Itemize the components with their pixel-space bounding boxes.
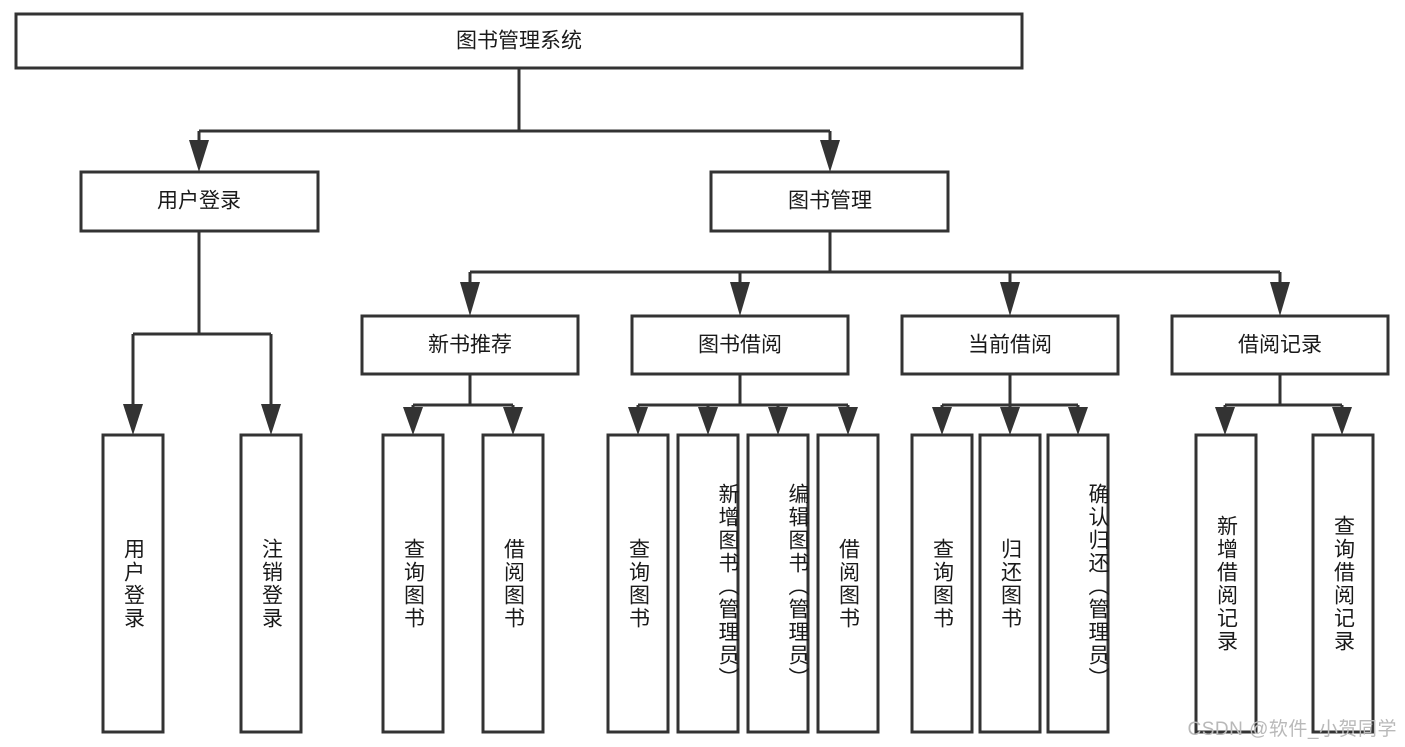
node-book-borrow-box[interactable]	[630, 314, 850, 376]
leaf-box-bb-borrow-book[interactable]	[816, 433, 880, 734]
arrowhead-cb-leaf-1	[932, 407, 952, 435]
leaf-box-br-query-record[interactable]	[1311, 433, 1375, 734]
node-root-box[interactable]	[14, 12, 1024, 70]
node-book-borrow-label: 图书借阅	[698, 334, 782, 357]
arrowhead-bb-leaf-2	[698, 407, 718, 435]
arrowhead-cb-leaf-3	[1068, 407, 1088, 435]
arrowhead-nbr-leaf-1	[403, 407, 423, 435]
arrowhead-leaf-user-login-2	[261, 404, 281, 435]
arrowhead-bb-leaf-4	[838, 407, 858, 435]
leaf-box-bb-edit-book[interactable]	[746, 433, 810, 734]
arrowhead-current-borrow	[1000, 282, 1020, 316]
arrowhead-br-leaf-2	[1332, 407, 1352, 435]
leaf-box-logout[interactable]	[239, 433, 303, 734]
leaf-box-nbr-query-book[interactable]	[381, 433, 445, 734]
node-borrow-records-label: 借阅记录	[1238, 334, 1322, 357]
leaf-box-user-login[interactable]	[101, 433, 165, 734]
arrowhead-nbr-leaf-2	[503, 407, 523, 435]
node-new-book-recommend-box[interactable]	[360, 314, 580, 376]
arrowhead-leaf-user-login-1	[123, 404, 143, 435]
leaf-box-bb-query-book[interactable]	[606, 433, 670, 734]
arrowhead-user-login	[189, 140, 209, 172]
arrowhead-bb-leaf-3	[768, 407, 788, 435]
leaf-box-nbr-borrow-book[interactable]	[481, 433, 545, 734]
node-root-label: 图书管理系统	[456, 30, 582, 53]
node-current-borrow-label: 当前借阅	[968, 334, 1052, 357]
node-user-login-label: 用户登录	[157, 190, 241, 213]
leaf-box-cb-confirm-return[interactable]	[1046, 433, 1110, 734]
leaf-box-cb-query-book[interactable]	[910, 433, 974, 734]
leaf-box-bb-add-book[interactable]	[676, 433, 740, 734]
arrowhead-book-borrow	[730, 282, 750, 316]
node-borrow-records-box[interactable]	[1170, 314, 1390, 376]
arrowhead-new-book-recommend	[460, 282, 480, 316]
node-new-book-recommend-label: 新书推荐	[428, 334, 512, 357]
node-current-borrow-box[interactable]	[900, 314, 1120, 376]
leaf-box-br-add-record[interactable]	[1194, 433, 1258, 734]
node-book-mgmt-label: 图书管理	[788, 190, 872, 213]
leaf-box-cb-return-book[interactable]	[978, 433, 1042, 734]
arrowhead-book-mgmt	[820, 140, 840, 172]
arrowhead-borrow-records	[1270, 282, 1290, 316]
node-book-mgmt-box[interactable]	[709, 170, 950, 233]
arrowhead-bb-leaf-1	[628, 407, 648, 435]
csdn-watermark: CSDN @软件_小贺同学	[1187, 719, 1397, 740]
arrowhead-cb-leaf-2	[1000, 407, 1020, 435]
arrowhead-br-leaf-1	[1215, 407, 1235, 435]
